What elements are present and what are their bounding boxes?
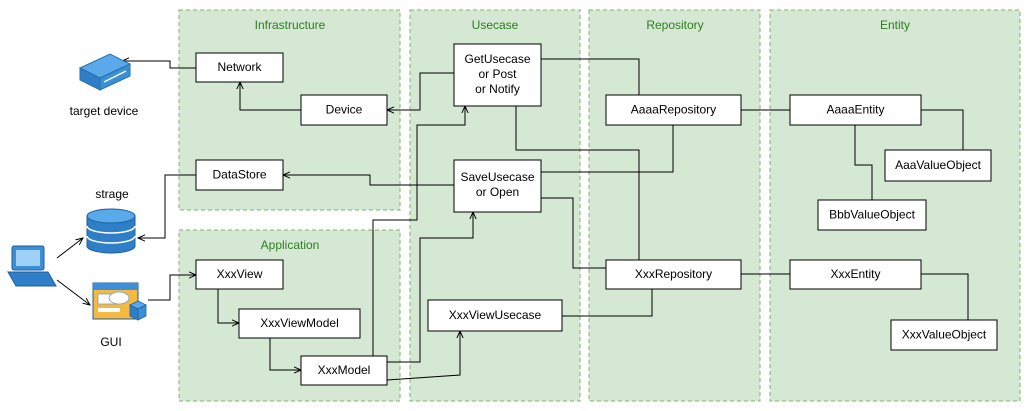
edge-saveusecase-datastore [283,175,454,186]
box-get-usecase: GetUsecase or Post or Notify [453,43,542,107]
edge-aaaaentity-bbbvalueobject [855,125,873,200]
box-device-label: Device [326,103,363,117]
storage-label: strage [95,187,129,201]
zone-application-label: Application [261,238,320,252]
zone-infrastructure-label: Infrastructure [255,18,326,32]
computer-user-icon [7,245,57,287]
box-get-usecase-line-2: or Post [478,67,517,81]
box-bbb-value-object: BbbValueObject [817,199,927,231]
box-xxx-view: XxxView [195,259,284,290]
zone-repository-label: Repository [646,18,703,32]
box-xxx-entity: XxxEntity [789,259,922,290]
edge-getusecase-aaaarepository [541,59,640,95]
edge-xxxmodel-saveusecase [387,212,473,363]
edge-saveusecase-aaaarepository [541,125,674,172]
edge-datastore-storage [138,174,196,238]
box-xxx-model-label: XxxModel [318,363,371,377]
storage: strage [86,187,136,254]
edge-network-target-device [122,61,196,69]
edge-device-network [240,82,301,111]
edge-xxxentity-xxxvalueobject [921,274,969,320]
edges [56,59,969,381]
edge-user-storage [56,238,83,259]
box-aaaa-repository: AaaaRepository [605,94,742,126]
zone-usecase-label: Usecase [472,18,519,32]
box-xxx-entity-label: XxxEntity [830,267,880,281]
edge-xxxviewmodel-xxxmodel [269,338,301,370]
box-get-usecase-line-1: GetUsecase [464,52,530,66]
box-xxx-view-model-label: XxxViewModel [260,316,338,330]
gui: GUI [92,282,147,349]
edge-xxxmodel-xxxviewusecase [386,331,460,381]
box-aaaa-entity: AaaaEntity [789,94,922,126]
box-xxx-value-object: XxxValueObject [890,319,998,351]
box-xxx-repository-label: XxxRepository [635,267,712,281]
box-aaa-value-object: AaaValueObject [884,149,992,182]
database-icon [86,208,136,254]
box-save-usecase-line-1: SaveUsecase [460,170,534,184]
network-device-icon [78,53,132,91]
box-network: Network [195,52,284,83]
edge-getusecase-xxxrepository [516,106,640,260]
box-xxx-repository: XxxRepository [605,259,742,290]
edge-xxxviewusecase-xxxrepository [562,289,653,316]
box-datastore-label: DataStore [212,168,266,182]
edge-gui-xxxview [148,275,196,301]
box-xxx-value-object-label: XxxValueObject [902,328,987,342]
edge-user-gui [56,279,90,305]
box-save-usecase-line-2: or Open [476,185,519,199]
box-get-usecase-line-3: or Notify [475,82,520,96]
box-aaa-value-object-label: AaaValueObject [895,158,982,172]
edge-xxxview-xxxviewmodel [217,289,239,323]
edge-aaaaentity-aaavalueobject [921,110,964,150]
box-network-label: Network [217,60,262,74]
box-xxx-view-model: XxxViewModel [238,308,361,339]
box-device: Device [300,94,388,126]
edge-saveusecase-xxxrepository [541,198,606,269]
zone-entity-label: Entity [880,18,910,32]
edge-xxxmodel-getusecase [372,106,465,356]
box-bbb-value-object-label: BbbValueObject [829,208,916,222]
gui-window-icon [92,282,147,321]
target-device-label: target device [70,104,139,118]
box-xxx-view-label: XxxView [217,267,263,281]
box-datastore: DataStore [195,159,284,191]
zone-repository: Repository [588,9,761,402]
box-xxx-view-usecase: XxxViewUsecase [427,299,563,332]
box-save-usecase: SaveUsecase or Open [453,159,542,213]
gui-label: GUI [100,335,121,349]
box-xxx-model: XxxModel [300,355,388,386]
box-aaaa-repository-label: AaaaRepository [631,103,716,117]
edge-getusecase-device [387,72,454,110]
box-xxx-view-usecase-label: XxxViewUsecase [449,308,542,322]
box-aaaa-entity-label: AaaaEntity [826,103,884,117]
user-computer [7,245,57,287]
target-device: target device [70,53,139,118]
